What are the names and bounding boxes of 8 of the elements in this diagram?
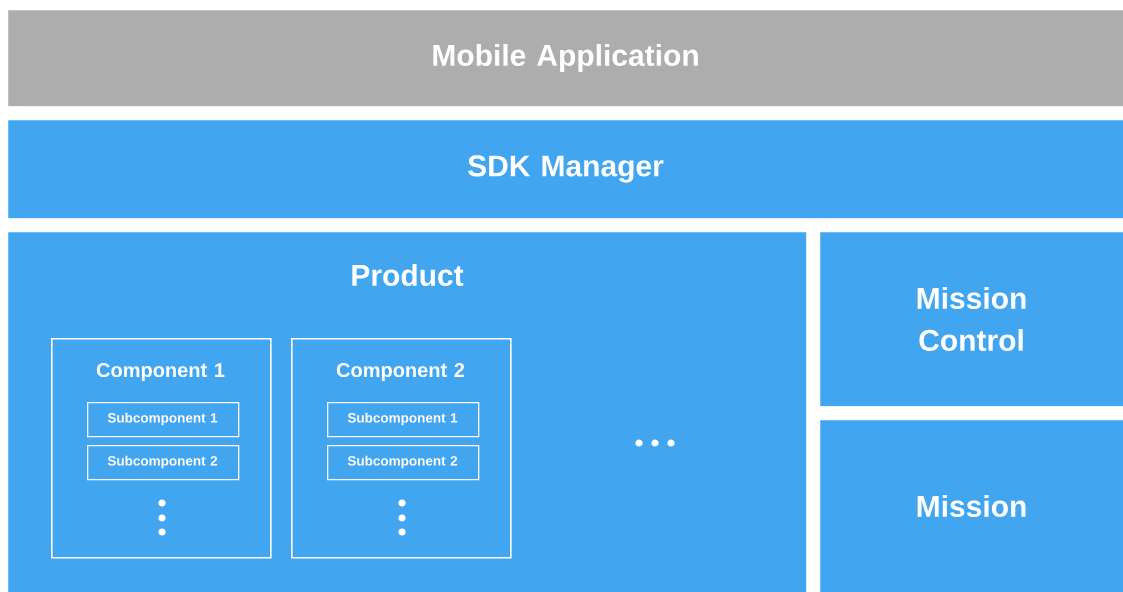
- subcomponent-box: Subcomponent 2: [87, 445, 240, 481]
- subcomponent-box: Subcomponent 2: [327, 445, 480, 481]
- mission-box: Mission: [820, 420, 1123, 592]
- subcomponent-box: Subcomponent 1: [327, 402, 480, 438]
- layer-band: Mobile Application: [8, 10, 1123, 107]
- subcomponent-box: Subcomponent 1: [87, 402, 240, 438]
- mission-control-box: Mission Control: [820, 232, 1123, 407]
- layer-band: SDK Manager: [8, 120, 1123, 219]
